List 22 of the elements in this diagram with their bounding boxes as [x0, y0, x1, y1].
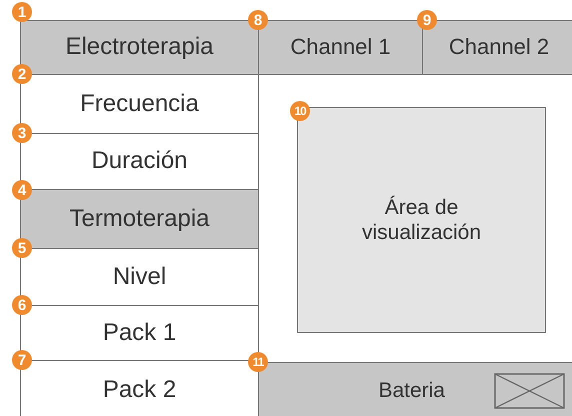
item-label: Duración: [91, 147, 188, 176]
display-area: [297, 107, 546, 333]
item-label: Frecuencia: [80, 90, 199, 118]
item-label: Channel 1: [290, 34, 391, 61]
callout-number: 8: [248, 10, 268, 30]
item-label: Pack 2: [102, 376, 176, 404]
item-label: Bateria: [378, 378, 445, 404]
callout-number: 9: [417, 10, 437, 30]
callout-number: 4: [12, 180, 32, 200]
item-label: Pack 1: [102, 318, 176, 348]
callout-number: 10: [290, 101, 310, 121]
item-label: Electroterapia: [65, 33, 214, 62]
callout-number: 2: [12, 64, 32, 84]
item-label: Nivel: [112, 262, 166, 292]
area-label: Área de visualización: [360, 194, 482, 246]
callout-number: 3: [12, 123, 32, 143]
callout-number: 1: [12, 2, 32, 22]
callout-number: 6: [12, 295, 32, 315]
callout-number: 5: [12, 238, 32, 258]
item-label: Termoterapia: [69, 204, 210, 234]
item-label: Channel 2: [448, 34, 550, 61]
callout-number: 7: [12, 350, 32, 370]
